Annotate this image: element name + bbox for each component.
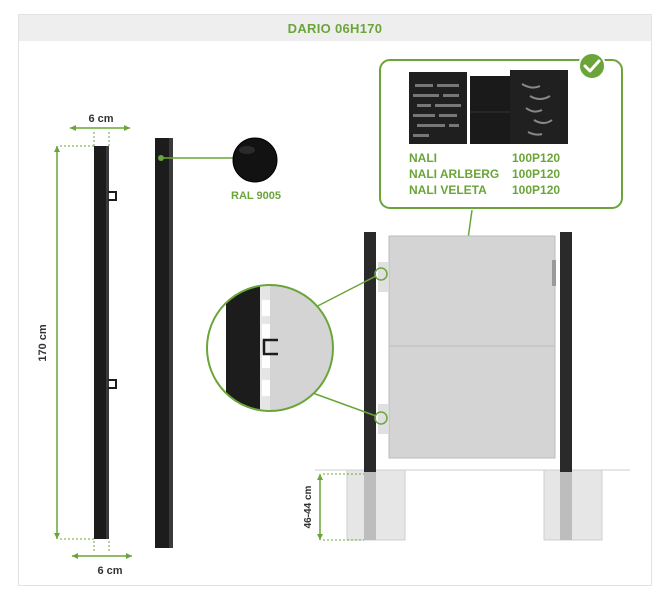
concrete-footing-right bbox=[543, 469, 603, 541]
panel-name: NALI VELETA bbox=[409, 183, 487, 197]
hinge-zoom-detail bbox=[206, 275, 377, 417]
gate-assembly: 46-44 cm bbox=[303, 232, 630, 541]
panel-code: 100P120 bbox=[512, 167, 560, 181]
panel-thumb-nali-veleta bbox=[510, 70, 568, 144]
side-post bbox=[155, 138, 236, 548]
hinge-bracket-upper bbox=[108, 191, 117, 201]
panel-thumb-nali bbox=[409, 72, 467, 144]
embed-depth-label: 46-44 cm bbox=[303, 485, 314, 528]
post-front bbox=[94, 146, 109, 539]
panel-name: NALI bbox=[409, 151, 437, 165]
color-label: RAL 9005 bbox=[231, 190, 281, 202]
panel-thumb-nali-arlberg bbox=[470, 76, 510, 144]
hinge-marker-lower bbox=[374, 411, 388, 425]
panel-code: 100P120 bbox=[512, 183, 560, 197]
color-swatch: RAL 9005 bbox=[231, 137, 281, 202]
top-width-label: 6 cm bbox=[88, 113, 113, 125]
gate-post-left bbox=[364, 232, 376, 472]
gate-post-right bbox=[560, 232, 572, 472]
gate-latch bbox=[552, 260, 556, 286]
dimensioned-post: 6 cm 170 cm 6 cm bbox=[37, 113, 132, 577]
panel-code: 100P120 bbox=[512, 151, 560, 165]
panel-name: NALI ARLBERG bbox=[409, 167, 499, 181]
gate-leaf bbox=[388, 235, 556, 459]
hinge-bracket-lower bbox=[108, 379, 117, 389]
height-label: 170 cm bbox=[37, 324, 49, 362]
title-bar: DARIO 06H170 bbox=[19, 15, 651, 41]
panels-callout: NALI 100P120 NALI ARLBERG 100P120 NALI V… bbox=[379, 52, 623, 254]
page-title: DARIO 06H170 bbox=[287, 20, 383, 36]
bottom-width-label: 6 cm bbox=[97, 565, 122, 577]
check-badge-icon bbox=[578, 52, 606, 80]
hinge-marker-upper bbox=[374, 267, 388, 281]
